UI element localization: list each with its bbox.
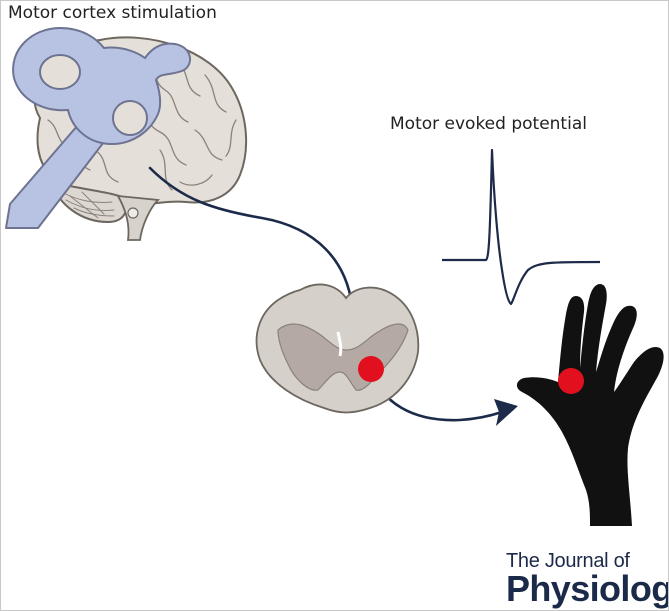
potential-label: Motor evoked potential [390, 114, 587, 134]
tms-coil-icon [5, 26, 192, 229]
coil-wing-left [39, 54, 81, 90]
mep-trace [442, 148, 601, 306]
hand-muscle-dot [558, 368, 584, 394]
central-canal [336, 331, 343, 357]
coil-wing-right [112, 100, 148, 136]
hand-silhouette [516, 284, 664, 526]
brainstem-node [127, 207, 139, 219]
stimulation-label: Motor cortex stimulation [8, 3, 217, 23]
brainstem [116, 194, 160, 241]
journal-logo: The Journal of Physiology [506, 550, 669, 609]
waveform-icon [442, 148, 601, 306]
journal-logo-line1: The Journal of [506, 550, 630, 572]
hand-icon [516, 284, 664, 526]
cerebellum-folia [61, 191, 115, 219]
arrow-icon [494, 399, 518, 426]
coil-handle [5, 117, 111, 229]
journal-logo-line2: Physiology [506, 568, 669, 609]
motor-neuron-dot [358, 356, 384, 382]
spinal-cord-icon [255, 283, 420, 414]
